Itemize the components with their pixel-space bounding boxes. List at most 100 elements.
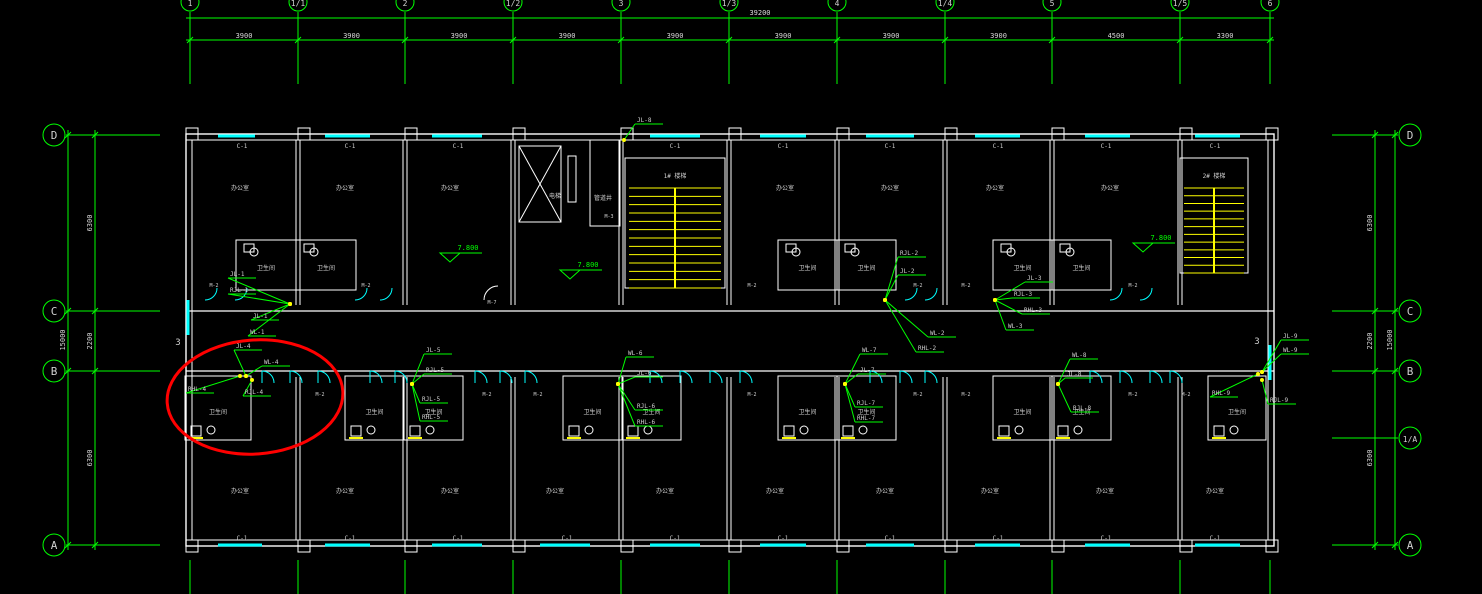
pipe-tag: RJL-1: [230, 287, 248, 294]
window-tag: C-1: [562, 535, 573, 542]
pipe-leader: [617, 356, 627, 385]
grid-bubble-top: [1260, 0, 1280, 12]
pipe-tag: WL-6: [628, 350, 643, 357]
toilet-room: [184, 375, 252, 441]
dim-tick: [91, 131, 99, 139]
elevator-counterweight: [567, 155, 577, 203]
wash-basin: [998, 425, 1010, 437]
toilet-bowl: [858, 425, 868, 435]
dim-text-top-span: 3900: [775, 32, 792, 40]
elevation-marker: [1131, 242, 1155, 253]
toilet-bowl: [425, 425, 435, 435]
wash-basin: [842, 425, 854, 437]
room-name-shaft: 管道井: [594, 194, 612, 202]
pipe-tag: RHL-6: [637, 419, 655, 426]
room-name-toilet: 卫生间: [642, 408, 660, 416]
pipe-tag: RJL-7: [857, 400, 875, 407]
grid-bubble-top: [1170, 0, 1190, 12]
window-tag: C-1: [778, 143, 789, 150]
wash-basin: [844, 243, 856, 253]
door-swing: [679, 370, 693, 384]
dim-text-right-span: 6300: [1366, 450, 1374, 467]
room-name-toilet: 卫生间: [317, 264, 335, 272]
door-tag: M-7: [487, 300, 496, 306]
dim-text-top-span: 3900: [667, 32, 684, 40]
door-swing: [1139, 287, 1153, 301]
window-tag: C-1: [1101, 535, 1112, 542]
elevation-marker: [438, 252, 462, 263]
pipe-riser-dot: [843, 382, 847, 386]
pipe-leader: [411, 353, 425, 385]
pipe-leader: [884, 256, 899, 301]
door-swing: [474, 370, 488, 384]
pipe-tag: RJL-5: [426, 367, 444, 374]
pipe-tag: RJL-9: [1270, 397, 1288, 404]
pipe-leader: [1261, 353, 1282, 373]
room-name-office: 办公室: [986, 184, 1004, 192]
elevator-cross: [518, 145, 562, 223]
pipe-tag: RHL-5: [422, 414, 440, 421]
room-name-toilet: 卫生间: [1228, 408, 1246, 416]
door-tag: M-2: [961, 392, 970, 398]
pipe-tag: JL-1: [230, 271, 245, 278]
pipe-leader: [411, 383, 421, 422]
grid-bubble-right: [1398, 426, 1422, 450]
room-name-toilet: 卫生间: [365, 408, 383, 416]
pipe-riser-dot: [622, 138, 626, 142]
pipe-leader: [250, 303, 291, 321]
door-swing: [869, 370, 883, 384]
pipe-tag: JL-5: [426, 347, 441, 354]
door-swing: [204, 287, 218, 301]
door-swing: [483, 285, 499, 301]
dim-text-left-span: 6300: [86, 450, 94, 467]
pipe-riser-dot: [993, 298, 997, 302]
door-swing: [924, 370, 938, 384]
elevation-text: 7.800: [577, 261, 598, 269]
grid-label-top: 1/2: [506, 0, 521, 8]
pipe-leader: [994, 281, 1026, 301]
elevator-car: [518, 145, 562, 223]
grid-label-right: D: [1407, 129, 1414, 142]
exterior-wall-inner: [191, 139, 1269, 541]
wash-basin: [783, 425, 795, 437]
dim-tick: [1371, 131, 1379, 139]
pipe-leader: [844, 383, 856, 423]
room-name-office: 办公室: [231, 487, 249, 495]
pipe-tag: WL-1: [250, 329, 265, 336]
room-name-toilet: 卫生间: [798, 264, 816, 272]
pipe-leader: [1261, 379, 1269, 405]
column: [944, 127, 958, 141]
dim-tick: [1391, 307, 1399, 315]
door-tag: M-2: [913, 283, 922, 289]
pipe-leader: [884, 299, 929, 338]
door-tag: M-2: [1128, 283, 1137, 289]
room-name-office: 办公室: [656, 487, 674, 495]
room-name-toilet: 卫生间: [209, 408, 227, 416]
pipe-leader: [623, 123, 636, 141]
grid-bubble-top: [395, 0, 415, 12]
door-swing: [1089, 370, 1103, 384]
door-swing: [354, 287, 368, 301]
pipe-leader: [884, 299, 917, 353]
pipe-tag: WL-3: [1008, 323, 1023, 330]
pipe-tag: RHL-7: [857, 415, 875, 422]
fixtures: [184, 139, 1267, 441]
door-tag: M-2: [961, 283, 970, 289]
grid-bubble-left: [42, 533, 66, 557]
column: [836, 539, 850, 553]
section-mark: 3: [1254, 337, 1259, 347]
grid-label-top: 3: [619, 0, 624, 8]
pipe-tag: JL-8: [637, 117, 652, 124]
room-name-toilet: 卫生间: [857, 264, 875, 272]
grid-bubble-top: [935, 0, 955, 12]
door-tag: M-2: [482, 392, 491, 398]
column: [1179, 539, 1193, 553]
pipe-leader: [994, 299, 1023, 315]
pipe-leader: [233, 349, 247, 377]
column: [1179, 127, 1193, 141]
door-tag: M-2: [209, 283, 218, 289]
column: [1051, 539, 1065, 553]
column: [836, 127, 850, 141]
pipe-leader: [844, 353, 861, 385]
column: [404, 127, 418, 141]
